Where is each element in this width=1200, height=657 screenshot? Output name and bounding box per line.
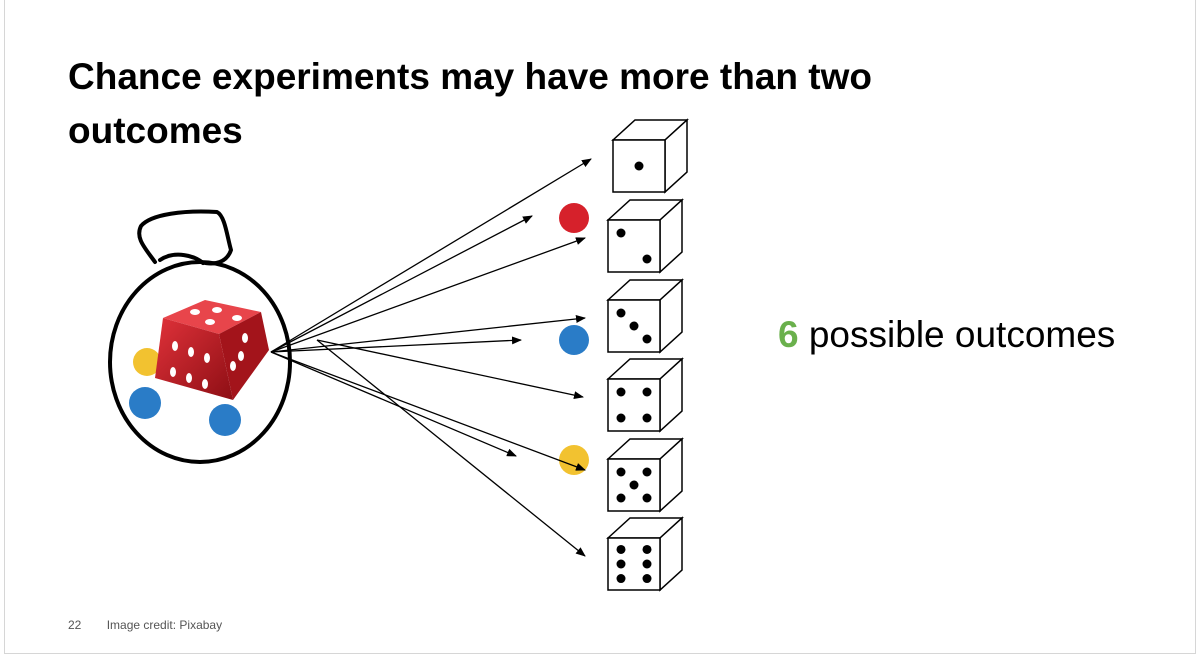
die-pip [642, 544, 652, 554]
slide: Chance experiments may have more than tw… [4, 0, 1196, 654]
die-face-icon [606, 516, 684, 592]
die-pip [642, 334, 652, 344]
marble-icon [133, 348, 161, 376]
marble-icon [129, 387, 161, 419]
arrow-icon [270, 158, 592, 353]
arrow-icon [316, 339, 586, 557]
slide-title: Chance experiments may have more than tw… [68, 56, 872, 151]
die-pip [629, 480, 639, 490]
arrow-icon [316, 339, 584, 400]
marble-icon [559, 325, 589, 355]
die-face-icon [606, 278, 684, 354]
die-pip [642, 559, 652, 569]
die-pip [642, 467, 652, 477]
die-pip [642, 254, 652, 264]
die-pip [616, 559, 626, 569]
illustration [108, 118, 689, 592]
arrow-icon [270, 336, 522, 353]
arrow-icon [270, 351, 586, 471]
die-pip [616, 308, 626, 318]
die-face-icon [611, 118, 689, 194]
red-die-icon [155, 300, 269, 400]
arrow-icon [270, 237, 586, 353]
die-pip [616, 413, 626, 423]
die-pip [616, 493, 626, 503]
arrow-icon [270, 351, 517, 457]
die-pip [642, 413, 652, 423]
die-pip [642, 574, 652, 584]
die-pip [616, 544, 626, 554]
page-number: 22 [68, 618, 82, 632]
die-pip [616, 574, 626, 584]
die-face-icon [606, 198, 684, 274]
die-face-icon [606, 437, 684, 513]
die-pip [642, 387, 652, 397]
outcomes-count: 6 [778, 314, 799, 355]
bag-icon [108, 209, 292, 464]
marble-icon [209, 404, 241, 436]
arrow-icon [270, 314, 586, 353]
image-credit: Image credit: Pixabay [106, 618, 223, 632]
die-pip [616, 387, 626, 397]
slide-footer: 22 Image credit: Pixabay [68, 618, 222, 632]
die-face-icon [606, 357, 684, 433]
die-pip [629, 321, 639, 331]
arrow-icon [270, 215, 533, 353]
die-pip [642, 493, 652, 503]
outcomes-text: possible outcomes [808, 314, 1116, 355]
die-pip [634, 161, 644, 171]
die-pip [616, 228, 626, 238]
marble-icon [559, 203, 589, 233]
die-pip [616, 467, 626, 477]
outcomes-statement: 6 possible outcomes [778, 314, 1115, 356]
